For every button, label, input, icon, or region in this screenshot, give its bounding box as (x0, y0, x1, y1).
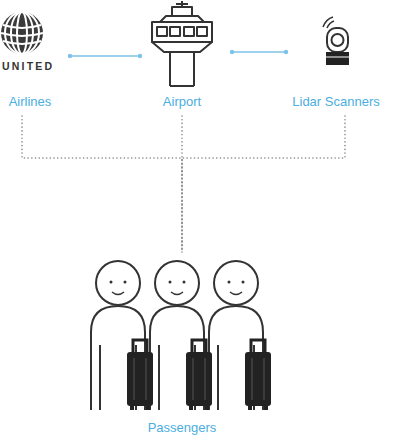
globe-disc (1, 12, 43, 54)
node-label: Lidar Scanners (288, 94, 384, 110)
passengers-node: Passengers (92, 256, 272, 436)
suitcases (127, 340, 271, 410)
node-label: Airlines (0, 94, 60, 110)
solid-connector (232, 51, 286, 53)
solid-connector (70, 55, 140, 57)
lidar-scanner (323, 17, 349, 65)
dotted-connector (181, 116, 183, 252)
logo-wordmark: UNITED (2, 60, 54, 73)
airport-node: Airport (142, 0, 222, 110)
node-label: Airport (142, 94, 222, 110)
passenger-figures (91, 261, 263, 410)
control-tower (152, 1, 212, 86)
suitcase (127, 340, 153, 410)
suitcase (245, 340, 271, 410)
dotted-connector (182, 116, 345, 252)
dotted-connector (22, 116, 182, 252)
globe-stripes (1, 12, 43, 54)
suitcase (186, 340, 212, 410)
node-label: Passengers (92, 420, 272, 436)
lidar-node: Lidar Scanners (288, 18, 384, 110)
united-globe (1, 12, 43, 54)
